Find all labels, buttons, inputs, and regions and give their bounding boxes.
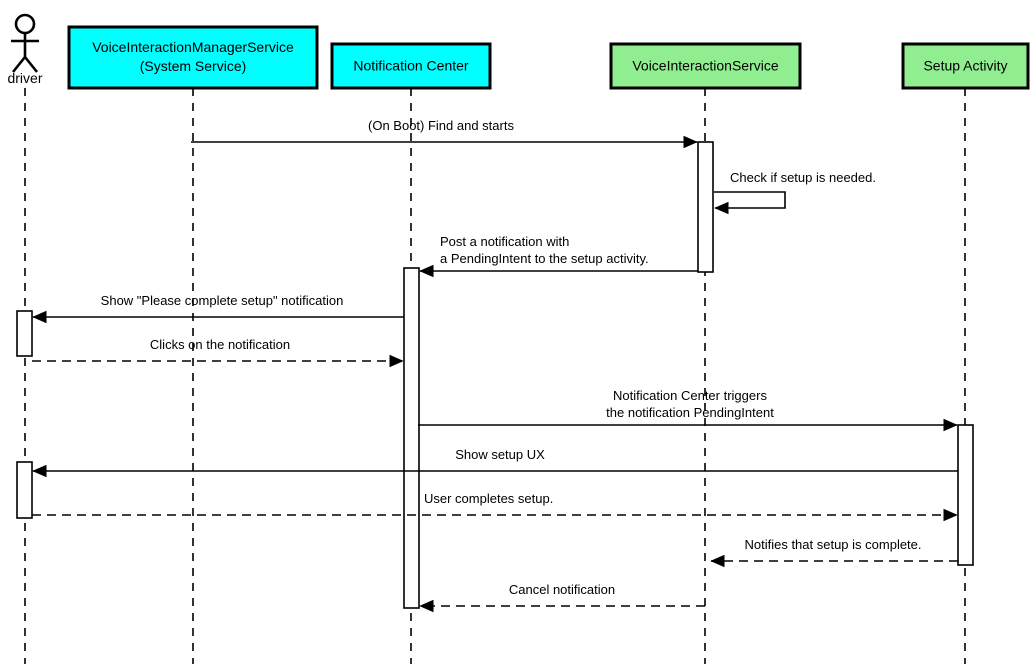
activation-bar-notification_center-1 — [403, 267, 420, 609]
message-m7[interactable]: Show setup UX — [32, 447, 958, 478]
participant-box-vims[interactable] — [67, 25, 319, 90]
message-label-m8: User completes setup. — [424, 491, 553, 506]
message-m3[interactable]: Post a notification with a PendingIntent … — [419, 234, 698, 278]
participant-setup_activity[interactable]: Setup Activity — [901, 42, 1030, 90]
participant-label-vims-line2: (System Service) — [140, 58, 247, 74]
participant-vis[interactable]: VoiceInteractionService — [609, 42, 802, 90]
participant-label-driver: driver — [7, 70, 42, 86]
message-label-m7: Show setup UX — [455, 447, 545, 462]
message-m5[interactable]: Clicks on the notification — [32, 337, 404, 368]
message-label-m3-line1: Post a notification with — [440, 234, 569, 249]
participant-box-notification_center[interactable] — [330, 42, 492, 90]
participant-notification_center[interactable]: Notification Center — [330, 42, 492, 90]
participant-label-setup_activity: Setup Activity — [923, 58, 1007, 74]
participant-box-setup_activity[interactable] — [901, 42, 1030, 90]
activation-bar-driver-3 — [16, 461, 33, 519]
message-label-m5: Clicks on the notification — [150, 337, 290, 352]
participant-label-notification_center: Notification Center — [353, 58, 469, 74]
message-m6[interactable]: Notification Center triggers the notifica… — [418, 388, 958, 432]
participant-driver[interactable]: driver — [7, 13, 43, 86]
message-m4[interactable]: Show "Please complete setup" notificatio… — [32, 293, 404, 324]
participants-layer: driver VoiceInteractionManagerService (Sys… — [7, 13, 1030, 90]
message-label-m3-line2: a PendingIntent to the setup activity. — [440, 251, 649, 266]
actor-leg-right-icon — [23, 56, 39, 73]
activation-bar-setup_activity-4 — [957, 424, 974, 566]
message-label-m6-line1: Notification Center triggers — [613, 388, 767, 403]
participant-label-vims-line1: VoiceInteractionManagerService — [92, 39, 294, 55]
message-label-m1: (On Boot) Find and starts — [368, 118, 514, 133]
message-m8[interactable]: User completes setup. — [32, 491, 958, 522]
message-label-m10: Cancel notification — [509, 582, 615, 597]
participant-label-vis: VoiceInteractionService — [632, 58, 779, 74]
message-m10[interactable]: Cancel notification — [419, 582, 705, 613]
actor-head-icon — [14, 13, 36, 35]
message-label-m4: Show "Please complete setup" notificatio… — [101, 293, 344, 308]
activations-layer — [16, 141, 974, 609]
message-m1[interactable]: (On Boot) Find and starts — [191, 118, 698, 149]
participant-vims[interactable]: VoiceInteractionManagerService (System Se… — [67, 25, 319, 90]
message-m2[interactable]: Check if setup is needed. — [714, 170, 876, 215]
participant-box-vis[interactable] — [609, 42, 802, 90]
message-m9[interactable]: Notifies that setup is complete. — [710, 537, 958, 568]
message-label-m9: Notifies that setup is complete. — [744, 537, 921, 552]
actor-leg-left-icon — [11, 56, 27, 73]
activation-bar-vis-0 — [697, 141, 714, 273]
message-label-m2: Check if setup is needed. — [730, 170, 876, 185]
message-label-m6-line2: the notification PendingIntent — [606, 405, 774, 420]
message-line-m2 — [714, 191, 786, 215]
activation-bar-driver-2 — [16, 310, 33, 357]
